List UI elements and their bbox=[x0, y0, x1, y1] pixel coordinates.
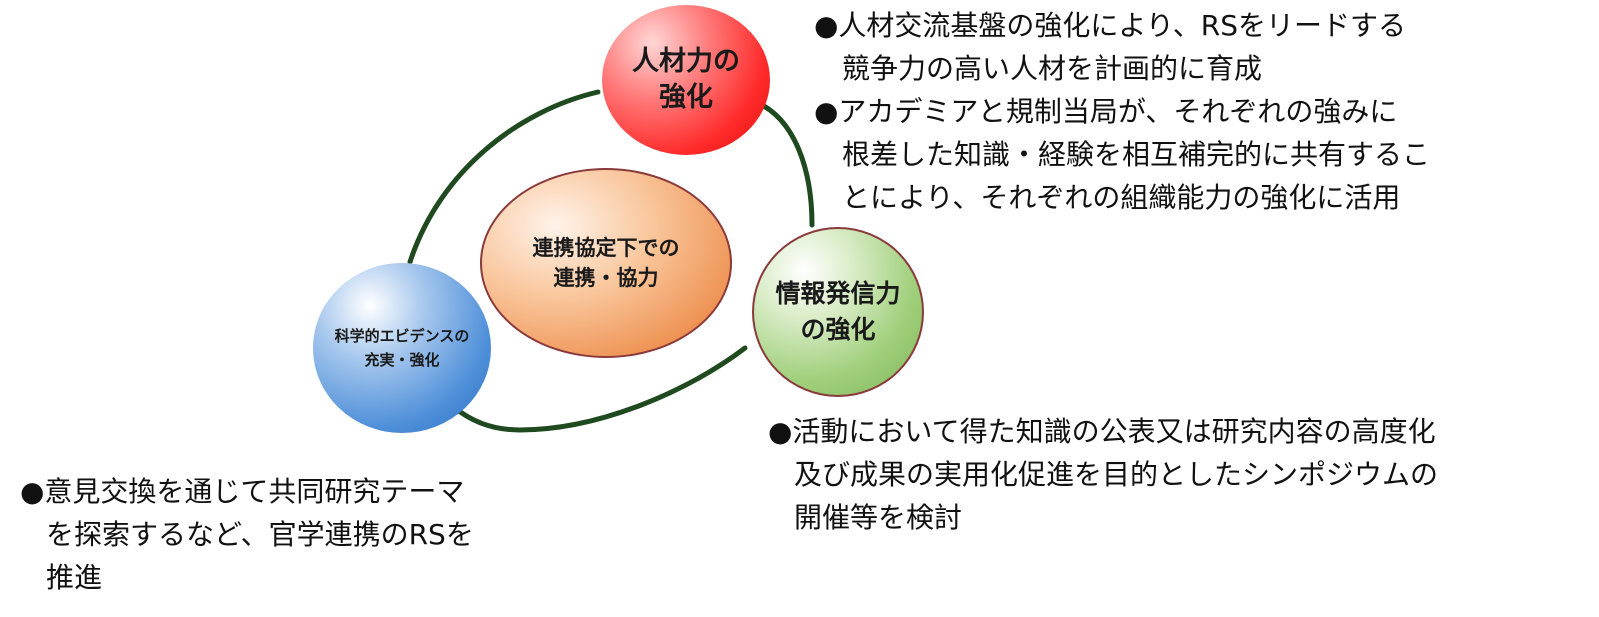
note-bottom-right-line-1: ●活動において得た知識の公表又は研究内容の高度化 bbox=[768, 415, 1436, 448]
note-bottom-left-line-1: ●意見交換を通じて共同研究テーマ bbox=[20, 475, 465, 508]
node-information-line-1: 情報発信力 bbox=[775, 279, 901, 308]
note-bottom-left-line-3: 推進 bbox=[46, 561, 103, 594]
note-top-right-line-3: ●アカデミアと規制当局が、それぞれの強みに bbox=[814, 95, 1398, 128]
node-information: 情報発信力 の強化 bbox=[752, 227, 924, 397]
ring-arc bbox=[407, 89, 815, 433]
node-cooperation: 連携協定下での 連携・協力 bbox=[480, 168, 732, 358]
note-bottom-right-line-3: 開催等を検討 bbox=[794, 501, 963, 534]
node-human-resources-line-1: 人材力の bbox=[632, 46, 740, 77]
node-evidence-line-1: 科学的エビデンスの bbox=[334, 327, 470, 345]
note-bottom-left-line-2: を探索するなど、官学連携のRSを bbox=[46, 518, 474, 551]
node-cooperation-line-2: 連携・協力 bbox=[553, 266, 659, 290]
note-top-right-line-4: 根差した知識・経験を相互補完的に共有するこ bbox=[842, 138, 1431, 171]
node-human-resources-line-2: 強化 bbox=[659, 82, 713, 113]
node-evidence-line-2: 充実・強化 bbox=[364, 351, 440, 369]
note-top-right: ●人材交流基盤の強化により、RSをリードする 競争力の高い人材を計画的に育成 ●… bbox=[814, 4, 1430, 219]
node-evidence: 科学的エビデンスの 充実・強化 bbox=[313, 263, 491, 433]
node-human-resources: 人材力の 強化 bbox=[602, 5, 770, 155]
note-bottom-left: ●意見交換を通じて共同研究テーマ を探索するなど、官学連携のRSを 推進 bbox=[20, 470, 474, 599]
note-top-right-line-5: とにより、それぞれの組織能力の強化に活用 bbox=[842, 181, 1401, 214]
node-information-line-2: の強化 bbox=[800, 315, 876, 344]
note-top-right-line-2: 競争力の高い人材を計画的に育成 bbox=[842, 52, 1263, 85]
node-cooperation-line-1: 連携協定下での bbox=[532, 236, 680, 260]
note-bottom-right: ●活動において得た知識の公表又は研究内容の高度化 及び成果の実用化促進を目的とし… bbox=[768, 410, 1438, 539]
note-top-right-line-1: ●人材交流基盤の強化により、RSをリードする bbox=[814, 9, 1406, 42]
note-bottom-right-line-2: 及び成果の実用化促進を目的としたシンポジウムの bbox=[794, 458, 1439, 491]
